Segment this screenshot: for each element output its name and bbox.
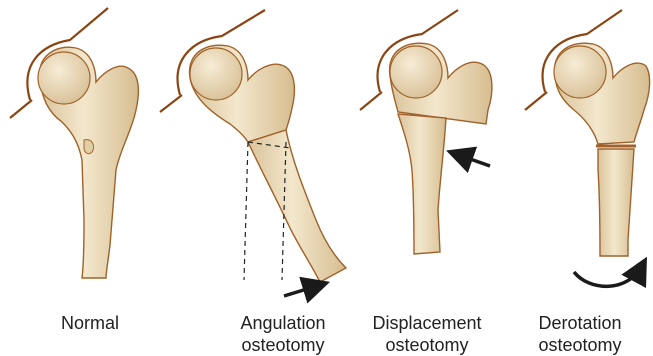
panel-normal — [10, 8, 138, 278]
caption-normal: Normal — [30, 312, 150, 334]
panel-angulation — [160, 10, 346, 296]
femur-distal-angled — [248, 130, 346, 282]
rotation-arrow — [574, 266, 642, 286]
caption-line-1: Angulation — [228, 312, 338, 334]
acetabulum-line — [525, 92, 547, 110]
caption-derotation: Derotation osteotomy — [520, 312, 640, 356]
femoral-head — [554, 46, 606, 98]
femoral-head — [190, 48, 242, 100]
panel-derotation — [525, 10, 650, 286]
rotation-arrow — [284, 285, 320, 296]
femoral-head — [390, 46, 442, 98]
displacement-arrow — [456, 154, 490, 166]
femur-distal — [598, 149, 634, 256]
acetabulum-line — [10, 100, 32, 118]
lesser-trochanter — [84, 140, 94, 154]
caption-line-2: osteotomy — [228, 334, 338, 356]
original-axis-line-left — [244, 142, 248, 280]
acetabulum-line — [160, 95, 182, 112]
femur-distal-displaced — [398, 114, 446, 254]
caption-line-1: Derotation — [520, 312, 640, 334]
panel-displacement — [360, 10, 492, 254]
caption-line-1: Displacement — [362, 312, 492, 334]
caption-line-1: Normal — [30, 312, 150, 334]
femoral-head — [38, 52, 90, 104]
caption-displacement: Displacement osteotomy — [362, 312, 492, 356]
caption-angulation: Angulation osteotomy — [228, 312, 338, 356]
caption-line-2: osteotomy — [362, 334, 492, 356]
caption-line-2: osteotomy — [520, 334, 640, 356]
acetabulum-line — [360, 92, 382, 110]
